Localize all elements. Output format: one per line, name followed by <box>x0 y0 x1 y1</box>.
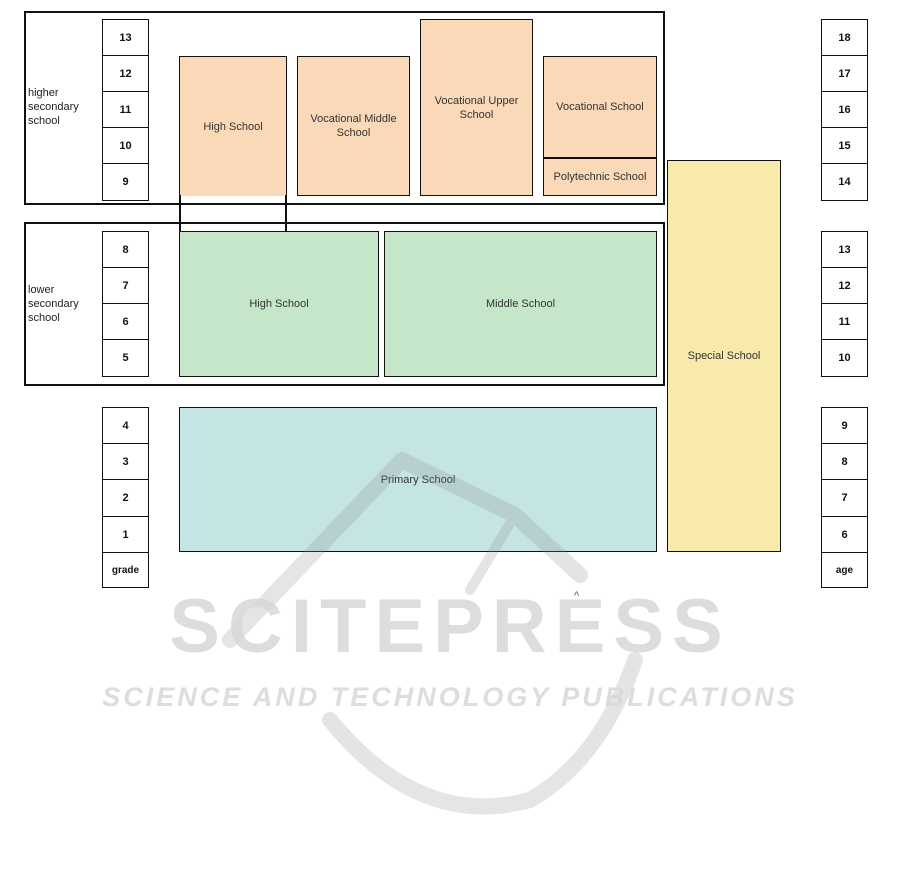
age-cell: 8 <box>821 443 868 480</box>
grade-cell: 10 <box>102 127 149 164</box>
school-middle: Middle School <box>384 231 657 377</box>
age-cell: 17 <box>821 55 868 92</box>
grade-cell: 2 <box>102 479 149 517</box>
school-high-upper: High School <box>179 56 287 196</box>
watermark-brand: SCITEPRESS <box>169 584 730 669</box>
higher-secondary-frame <box>24 11 665 205</box>
age-cell: 7 <box>821 479 868 517</box>
school-special: Special School <box>667 160 781 552</box>
grade-cell: 6 <box>102 303 149 340</box>
stage-label-higher-secondary: higher secondary school <box>28 87 79 127</box>
watermark-tagline: SCIENCE AND TECHNOLOGY PUBLICATIONS <box>102 682 798 712</box>
grade-cell: 8 <box>102 231 149 268</box>
grade-cell: 1 <box>102 516 149 553</box>
age-cell: 18 <box>821 19 868 56</box>
school-vocational-middle: Vocational Middle School <box>297 56 410 196</box>
age-cell: 15 <box>821 127 868 164</box>
age-cell: 13 <box>821 231 868 268</box>
school-polytechnic: Polytechnic School <box>543 158 657 196</box>
age-cell: 9 <box>821 407 868 444</box>
age-cell: 10 <box>821 339 868 377</box>
age-cell: 12 <box>821 267 868 304</box>
grade-footer: grade <box>102 552 149 588</box>
school-primary: Primary School <box>179 407 657 552</box>
grade-cell: 9 <box>102 163 149 201</box>
grade-cell: 7 <box>102 267 149 304</box>
age-cell: 6 <box>821 516 868 553</box>
grade-cell: 12 <box>102 55 149 92</box>
age-cell: 16 <box>821 91 868 128</box>
grade-cell: 4 <box>102 407 149 444</box>
grade-cell: 13 <box>102 19 149 56</box>
school-vocational: Vocational School <box>543 56 657 158</box>
lower-secondary-frame <box>24 222 665 386</box>
school-vocational-upper: Vocational Upper School <box>420 19 533 196</box>
school-high-lower: High School <box>179 231 379 377</box>
stage-label-lower-secondary: lower secondary school <box>28 284 79 324</box>
grade-cell: 5 <box>102 339 149 377</box>
caret-glyph: ^ <box>574 590 580 602</box>
grade-cell: 3 <box>102 443 149 480</box>
age-footer: age <box>821 552 868 588</box>
high-school-connector-left <box>179 195 181 232</box>
age-cell: 14 <box>821 163 868 201</box>
age-cell: 11 <box>821 303 868 340</box>
grade-cell: 11 <box>102 91 149 128</box>
watermark-logo-swoosh <box>322 652 643 815</box>
high-school-connector-right <box>285 195 287 232</box>
